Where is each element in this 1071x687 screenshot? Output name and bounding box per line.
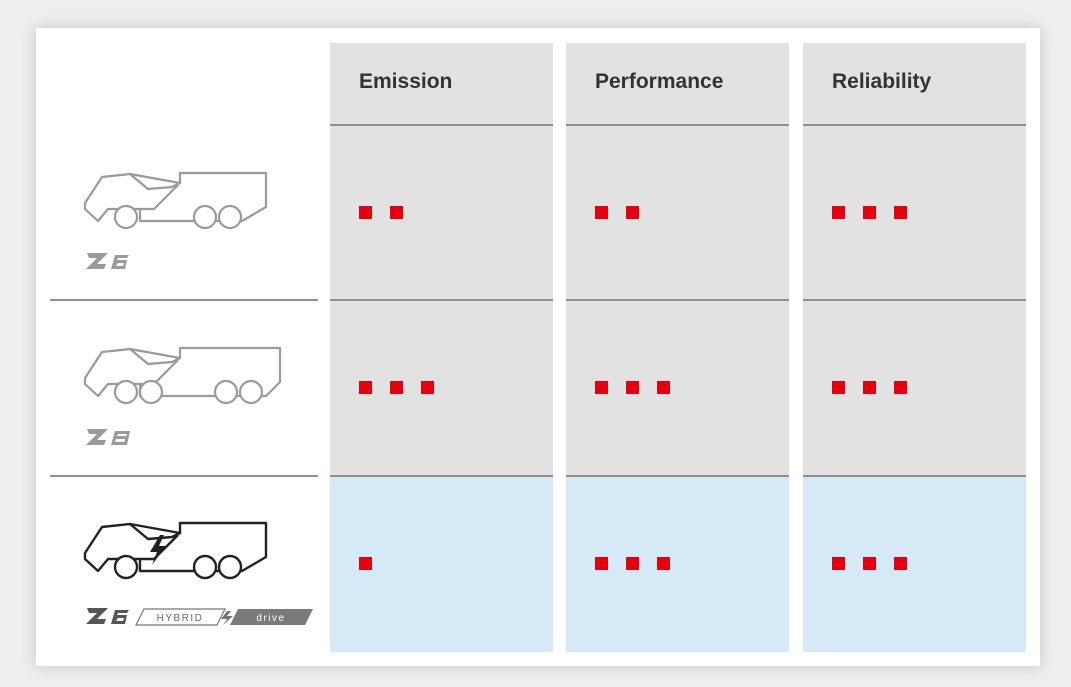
- row-separator: [566, 299, 789, 301]
- rating-z8-emission: [359, 381, 434, 394]
- truck-6x6-outline-icon: [83, 171, 268, 230]
- column-emission: Emission: [330, 43, 553, 652]
- z8-logo: [86, 429, 130, 445]
- rating-square: [359, 557, 372, 570]
- rating-square: [832, 206, 845, 219]
- rating-square: [359, 381, 372, 394]
- row-separator: [50, 475, 318, 477]
- rating-z6-hybrid-reliability: [832, 557, 907, 570]
- rating-square: [832, 557, 845, 570]
- column-header-reliability: Reliability: [832, 70, 932, 93]
- truck-8x8-outline-icon: [83, 346, 282, 405]
- header-separator: [330, 124, 553, 126]
- rating-z6-hybrid-emission: [359, 557, 372, 570]
- lightning-icon: [221, 611, 233, 625]
- rating-z6-emission: [359, 206, 403, 219]
- rating-square: [595, 206, 608, 219]
- hybrid-drive-badge: HYBRID drive: [135, 608, 313, 626]
- rating-square: [894, 381, 907, 394]
- rating-square: [626, 206, 639, 219]
- rating-square: [595, 381, 608, 394]
- row-separator: [566, 475, 789, 477]
- rating-square: [626, 381, 639, 394]
- rating-square: [832, 381, 845, 394]
- hybrid-label: HYBRID: [157, 613, 204, 624]
- row-separator: [803, 475, 1026, 477]
- z6-hybrid-logo: [86, 608, 129, 624]
- header-separator: [803, 124, 1026, 126]
- rating-square: [863, 381, 876, 394]
- column-header-performance: Performance: [595, 70, 724, 93]
- rating-square: [657, 381, 670, 394]
- rating-z8-reliability: [832, 381, 907, 394]
- rating-z8-performance: [595, 381, 670, 394]
- rating-square: [863, 206, 876, 219]
- row-separator: [330, 299, 553, 301]
- rating-square: [863, 557, 876, 570]
- rating-z6-hybrid-performance: [595, 557, 670, 570]
- rating-square: [894, 557, 907, 570]
- rating-square: [894, 206, 907, 219]
- rating-z6-reliability: [832, 206, 907, 219]
- rating-square: [595, 557, 608, 570]
- column-performance: Performance: [566, 43, 789, 652]
- lightning-icon: [150, 535, 166, 565]
- rating-z6-performance: [595, 206, 639, 219]
- column-reliability: Reliability: [803, 43, 1026, 652]
- rating-square: [359, 206, 372, 219]
- rating-square: [390, 381, 403, 394]
- truck-6x6-hybrid-icon: [83, 521, 268, 580]
- row-separator: [803, 299, 1026, 301]
- z6-logo: [86, 253, 129, 269]
- rating-square: [657, 557, 670, 570]
- drive-label: drive: [256, 613, 285, 624]
- header-separator: [566, 124, 789, 126]
- rating-square: [390, 206, 403, 219]
- rating-square: [626, 557, 639, 570]
- rating-square: [421, 381, 434, 394]
- row-separator: [330, 475, 553, 477]
- column-header-emission: Emission: [359, 70, 453, 93]
- row-separator: [50, 299, 318, 301]
